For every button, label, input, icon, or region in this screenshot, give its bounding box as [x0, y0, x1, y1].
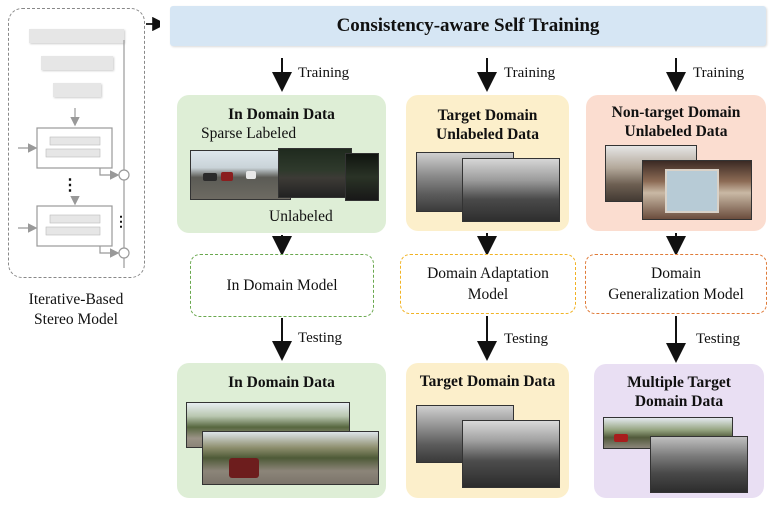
training-label-1: Training — [298, 65, 350, 81]
multi-target-test-title: Multiple Target Domain Data — [627, 374, 731, 410]
unlabeled-image-1 — [278, 148, 352, 198]
feature-bar — [41, 56, 113, 70]
unlabeled-label: Unlabeled — [269, 208, 333, 225]
in-domain-test-title: In Domain Data — [228, 374, 335, 391]
non-target-train-image-2 — [642, 160, 752, 220]
target-test-title: Target Domain Data — [419, 373, 556, 390]
in-domain-test-image-2 — [202, 431, 379, 485]
target-test-image-2 — [462, 420, 560, 488]
unlabeled-image-2 — [345, 153, 379, 201]
multi-target-test-image-2 — [650, 436, 748, 493]
training-label-3: Training — [693, 65, 745, 81]
header-title: Consistency-aware Self Training — [170, 6, 766, 46]
testing-label-1: Testing — [298, 330, 342, 346]
stereo-model-label: Iterative-Based Stereo Model — [28, 291, 124, 328]
in-domain-train-title: In Domain Data — [228, 106, 335, 123]
stereo-model-diagram: ⋮ ⋮ — [18, 16, 160, 268]
sparse-labeled-image — [190, 150, 291, 200]
in-domain-model-box: In Domain Model — [190, 254, 374, 317]
target-train-image-2 — [462, 158, 560, 222]
sparse-labeled-label: Sparse Labeled — [201, 125, 297, 142]
svg-text:⋮: ⋮ — [62, 177, 78, 194]
target-train-title: Target Domain Unlabeled Data — [436, 107, 539, 143]
training-label-2: Training — [504, 65, 556, 81]
testing-label-2: Testing — [504, 331, 548, 347]
svg-text:⋮: ⋮ — [114, 215, 128, 230]
testing-label-3: Testing — [696, 331, 740, 347]
feature-bar — [53, 83, 101, 97]
stereo-model-box — [8, 8, 145, 278]
non-target-train-title: Non-target Domain Unlabeled Data — [611, 104, 741, 140]
feature-bar — [29, 29, 124, 43]
